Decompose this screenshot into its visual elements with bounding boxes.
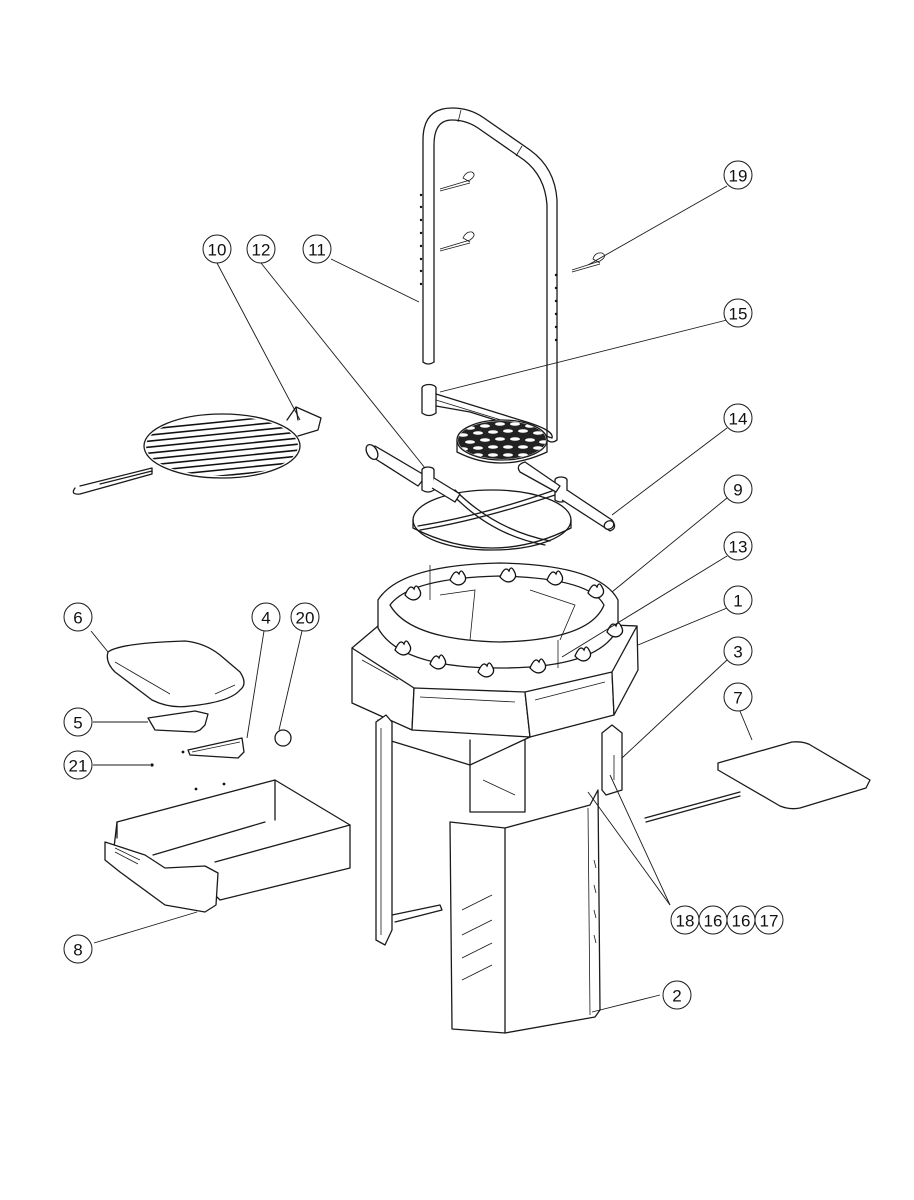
callout-16b: 16 [726,905,756,935]
callout-16a: 16 [698,905,728,935]
callout-label: 16 [704,912,723,931]
callout-1: 1 [723,585,753,615]
part-20-cap [274,729,292,747]
part-7-ash-shovel [644,741,871,823]
part-19-cotter-pin [571,252,605,273]
callout-label: 7 [733,689,742,708]
callout-14: 14 [723,403,753,433]
part-9-flame-ring [377,562,624,678]
callout-label: 21 [69,757,88,776]
callout-label: 19 [729,167,748,186]
callout-label: 9 [733,481,742,500]
part-10-grill-grate [72,406,322,495]
callout-label: 5 [73,714,82,733]
part-8-storage-tray [104,779,351,913]
callout-19: 19 [723,160,753,190]
callout-label: 4 [261,609,270,628]
callout-label: 18 [676,912,695,931]
part-12-14-support-ring [365,443,616,551]
part-3-leg-bracket [375,714,623,946]
callout-20: 20 [290,602,320,632]
part-11-support-frame [419,107,558,443]
callout-21: 21 [63,750,93,780]
callout-label: 14 [729,410,748,429]
callout-7: 7 [723,682,753,712]
callout-5: 5 [63,707,93,737]
callout-4: 4 [251,602,281,632]
callout-label: 20 [296,609,315,628]
cotter-pin-icon [439,171,475,252]
callout-label: 3 [733,643,742,662]
adjustment-holes [419,193,558,342]
callout-8: 8 [63,934,93,964]
callout-11: 11 [302,234,332,264]
callout-17: 17 [754,905,784,935]
callout-label: 10 [208,241,227,260]
callout-label: 13 [729,538,748,557]
part-21-screws [150,750,226,791]
callout-13: 13 [723,531,753,561]
callout-6: 6 [63,602,93,632]
callout-label: 2 [672,987,681,1006]
callout-10: 10 [202,234,232,264]
callout-label: 11 [308,241,326,260]
part-4-bracket [187,737,245,759]
part-5-bracket [147,710,209,733]
callout-label: 17 [760,912,779,931]
callout-label: 6 [73,609,82,628]
flame-cutout-icon [394,567,624,678]
callout-label: 1 [733,592,742,611]
part-2-leg-panel [449,789,601,1034]
leader-lines [90,185,753,1013]
callout-label: 16 [732,912,751,931]
callout-9: 9 [723,474,753,504]
callout-label: 15 [729,305,748,324]
callout-2: 2 [662,980,692,1010]
callout-3: 3 [723,636,753,666]
callout-18: 18 [670,905,700,935]
part-6-table-top [106,640,245,708]
part-charcoal-grate [456,419,548,464]
callout-12: 12 [246,234,276,264]
callout-label: 8 [73,941,82,960]
part-1-fire-bowl [351,624,639,766]
callout-label: 12 [252,241,271,260]
callout-15: 15 [723,298,753,328]
